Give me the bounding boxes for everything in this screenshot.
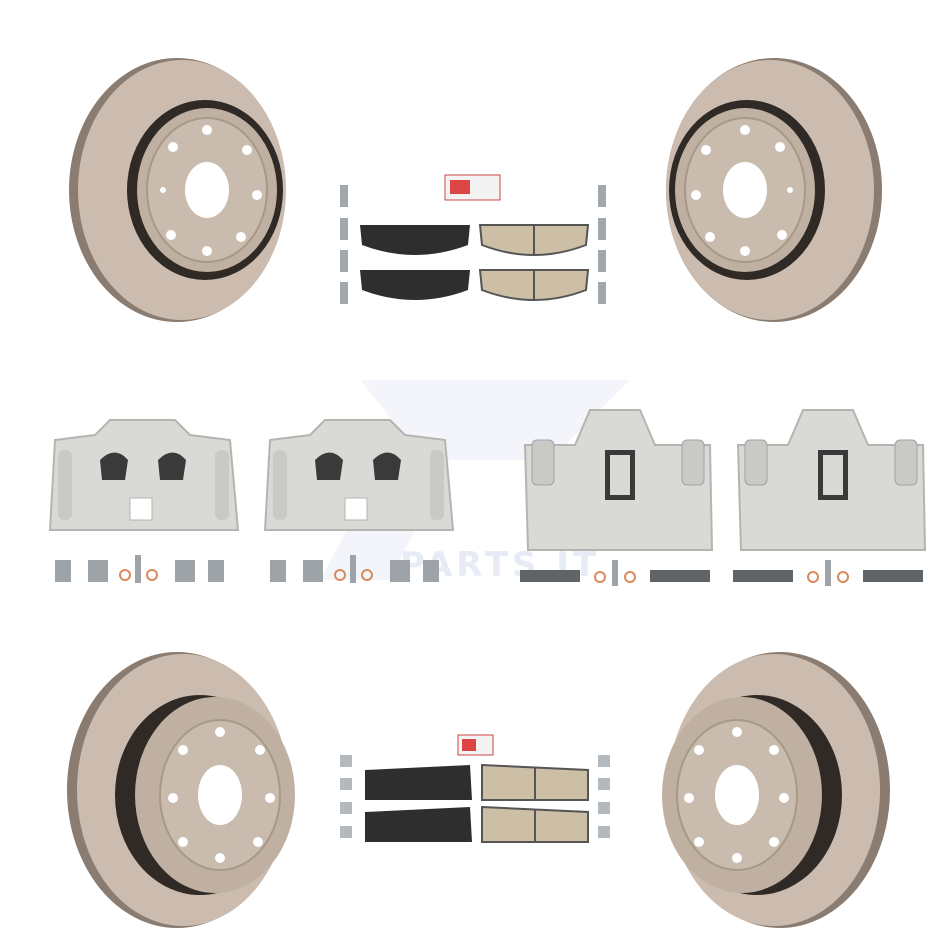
brake-caliper-2 — [263, 419, 455, 583]
brake-rotor-bottom-right — [662, 652, 890, 928]
brake-rotor-top-left — [69, 58, 286, 322]
brake-rotor-bottom-left — [67, 652, 295, 928]
brake-caliper-1 — [48, 419, 240, 583]
brake-pad-set-bottom — [340, 734, 610, 843]
brake-pad-set-top — [340, 174, 606, 304]
brake-rotor-top-right — [666, 58, 882, 322]
brake-caliper-4 — [733, 409, 927, 586]
brake-caliper-3 — [520, 409, 714, 586]
